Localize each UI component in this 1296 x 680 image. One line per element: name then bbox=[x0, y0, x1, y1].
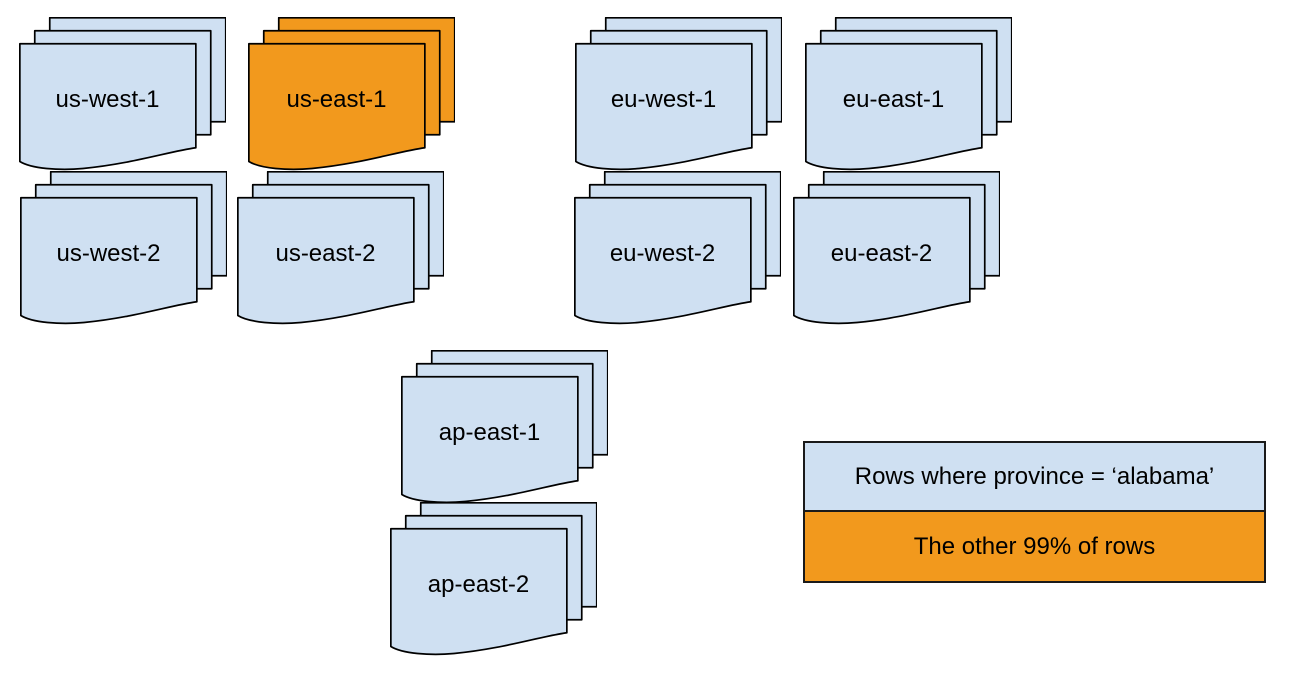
region-label: eu-west-1 bbox=[610, 86, 717, 113]
region-label: us-east-1 bbox=[286, 86, 387, 113]
doc-stack-us-east-1: us-east-1 bbox=[248, 17, 455, 174]
multi-document-icon bbox=[19, 17, 226, 171]
document-page-front bbox=[248, 42, 426, 171]
region-label: eu-east-2 bbox=[830, 240, 933, 267]
multi-document-icon bbox=[237, 171, 444, 325]
region-label: ap-east-1 bbox=[438, 419, 541, 446]
multi-document-icon bbox=[575, 17, 782, 171]
document-page-front bbox=[237, 196, 415, 325]
doc-stack-ap-east-2: ap-east-2 bbox=[390, 502, 597, 659]
region-label: us-east-2 bbox=[275, 240, 376, 267]
doc-stack-eu-east-1: eu-east-1 bbox=[805, 17, 1012, 174]
document-page-front bbox=[575, 42, 753, 171]
legend-item-alabama-label: Rows where province = ‘alabama’ bbox=[854, 462, 1215, 490]
multi-document-icon bbox=[805, 17, 1012, 171]
region-label: ap-east-2 bbox=[427, 571, 530, 598]
legend-item-other-label: The other 99% of rows bbox=[913, 532, 1156, 560]
document-page-front bbox=[390, 527, 568, 656]
region-label: eu-east-1 bbox=[842, 86, 945, 113]
document-page-front bbox=[805, 42, 983, 171]
legend-item-other-rows: The other 99% of rows bbox=[805, 510, 1264, 581]
multi-document-icon bbox=[574, 171, 781, 325]
legend: Rows where province = ‘alabama’ The othe… bbox=[803, 441, 1266, 583]
doc-stack-us-west-2: us-west-2 bbox=[20, 171, 227, 328]
multi-document-icon bbox=[248, 17, 455, 171]
document-page-front bbox=[19, 42, 197, 171]
multi-document-icon bbox=[793, 171, 1000, 325]
region-label: us-west-1 bbox=[55, 86, 160, 113]
region-label: eu-west-2 bbox=[609, 240, 716, 267]
doc-stack-us-east-2: us-east-2 bbox=[237, 171, 444, 328]
doc-stack-us-west-1: us-west-1 bbox=[19, 17, 226, 174]
legend-item-alabama-rows: Rows where province = ‘alabama’ bbox=[805, 443, 1264, 510]
doc-stack-eu-east-2: eu-east-2 bbox=[793, 171, 1000, 328]
doc-stack-eu-west-1: eu-west-1 bbox=[575, 17, 782, 174]
document-page-front bbox=[401, 375, 579, 504]
multi-document-icon bbox=[20, 171, 227, 325]
multi-document-icon bbox=[390, 502, 597, 656]
doc-stack-ap-east-1: ap-east-1 bbox=[401, 350, 608, 507]
region-label: us-west-2 bbox=[56, 240, 161, 267]
doc-stack-eu-west-2: eu-west-2 bbox=[574, 171, 781, 328]
document-page-front bbox=[793, 196, 971, 325]
multi-document-icon bbox=[401, 350, 608, 504]
document-page-front bbox=[20, 196, 198, 325]
document-page-front bbox=[574, 196, 752, 325]
